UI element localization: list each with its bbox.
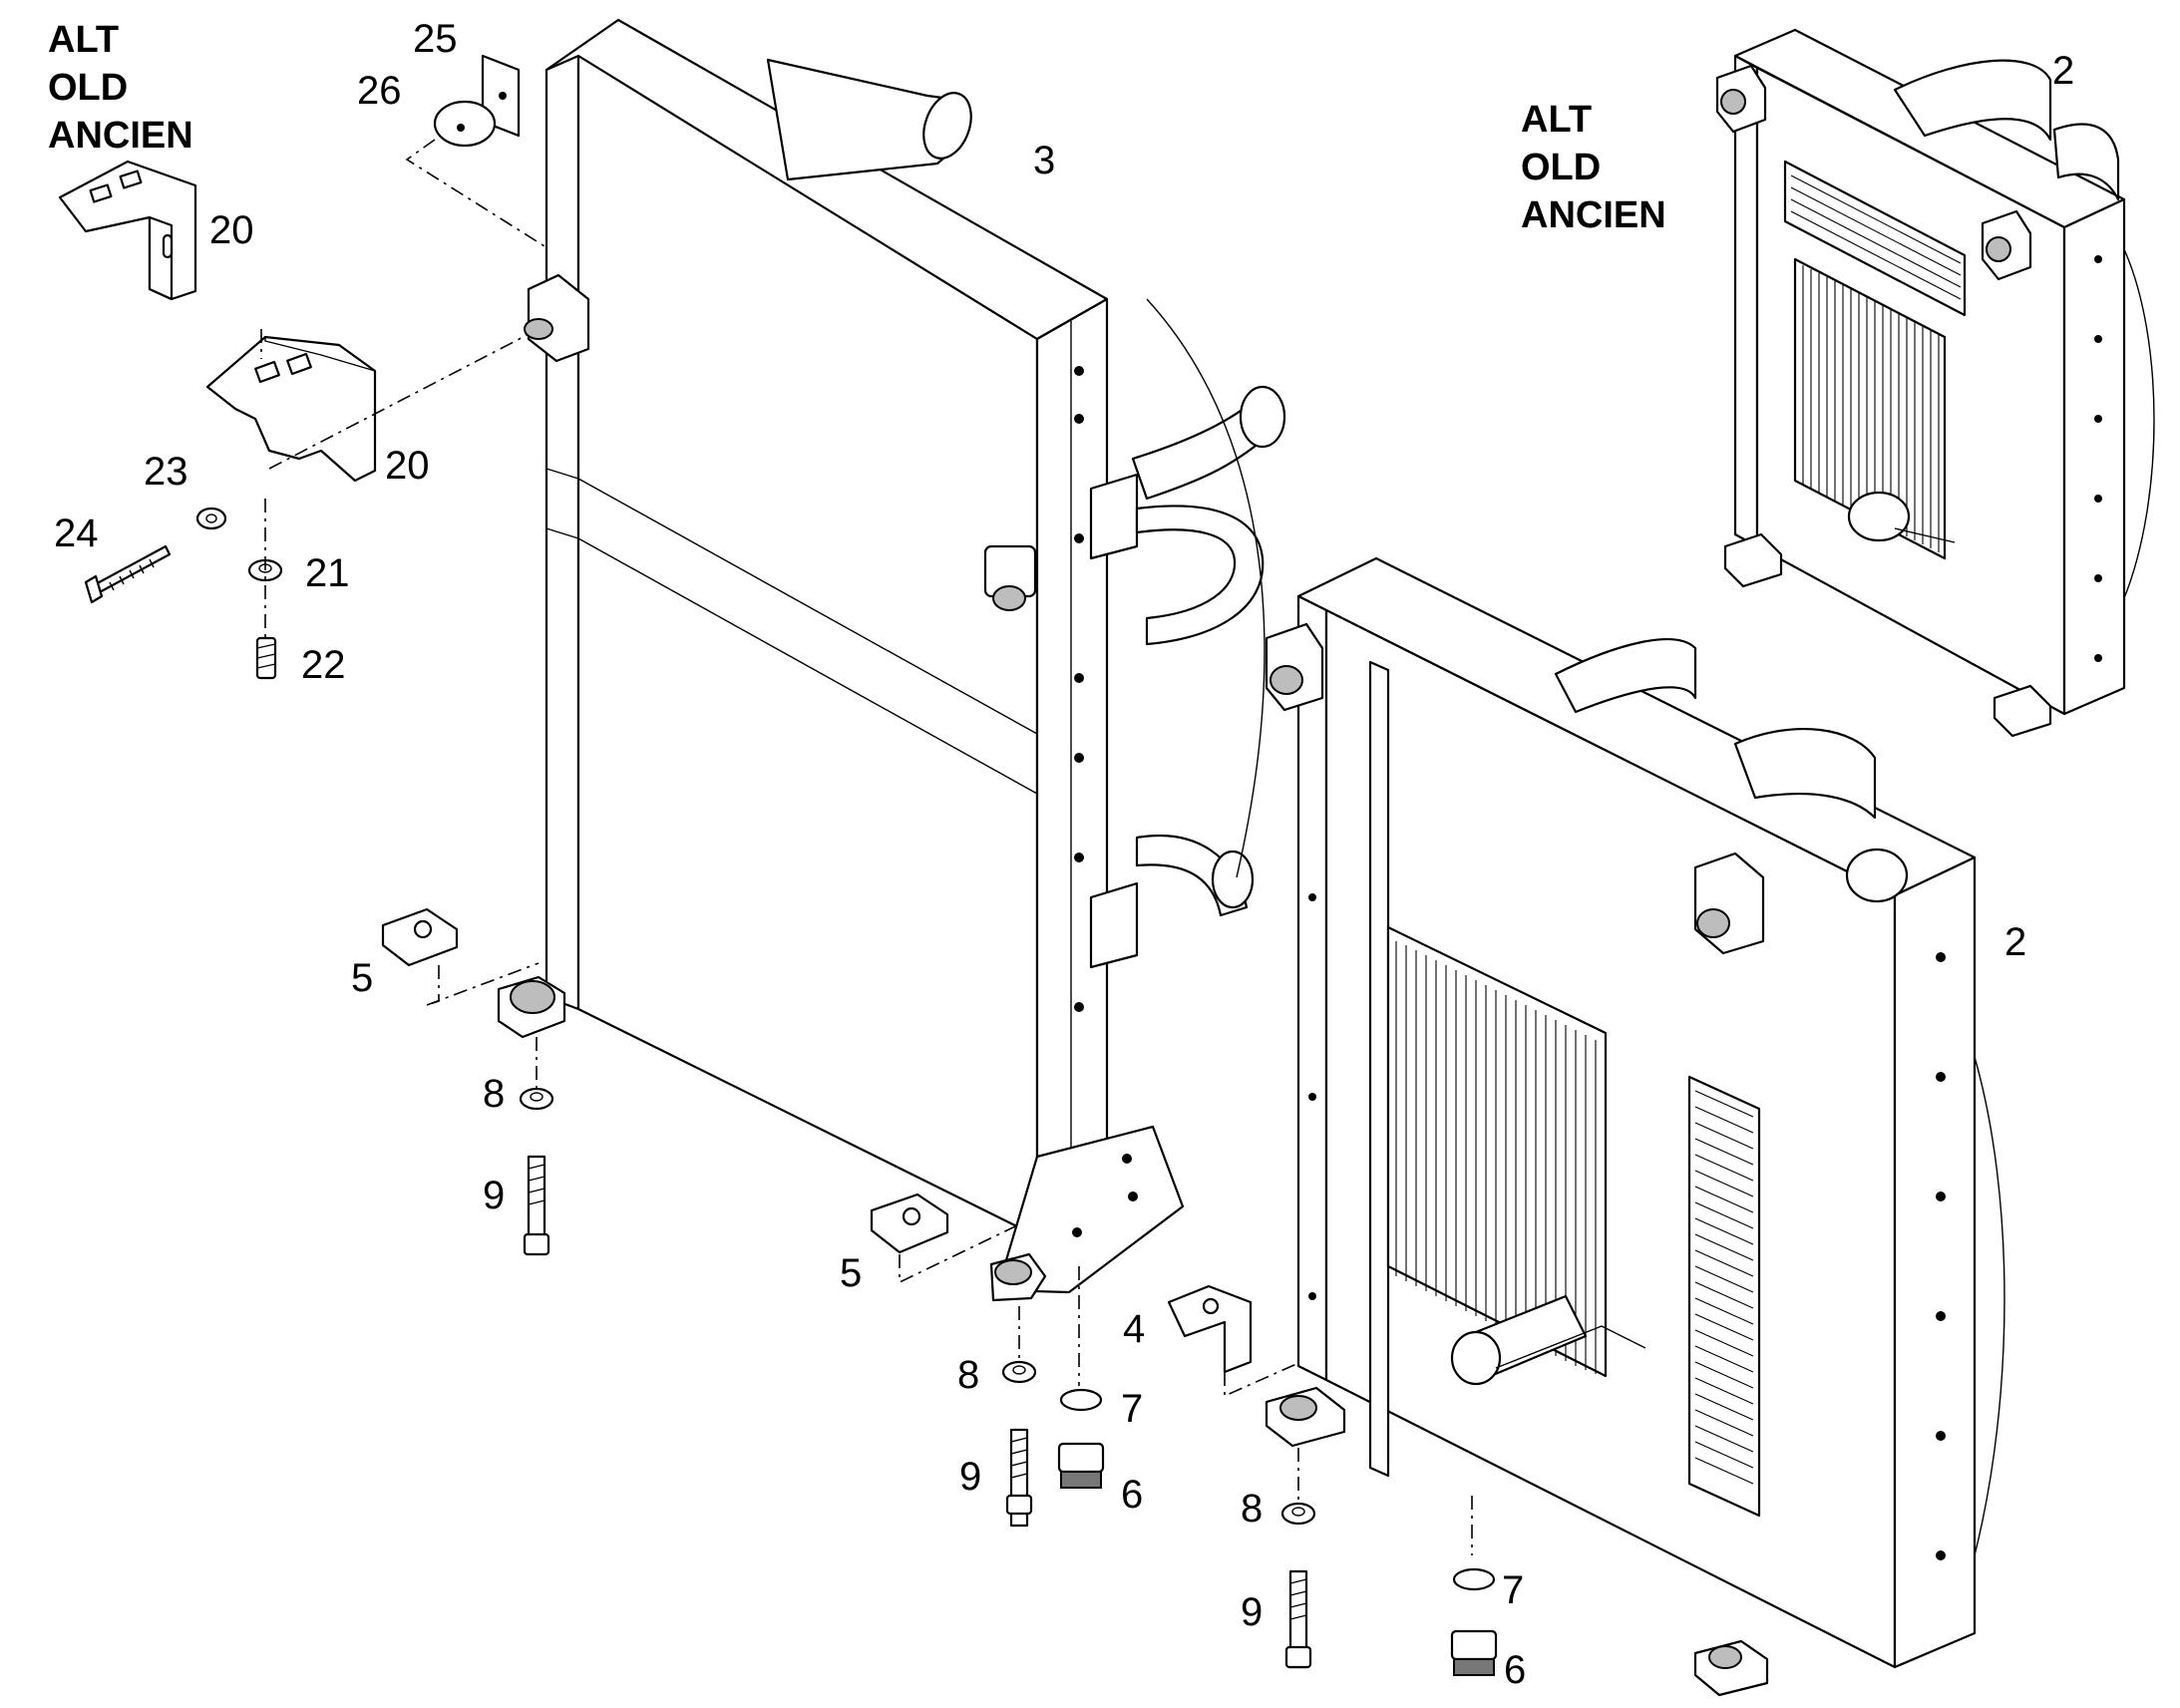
assembly-line-4 bbox=[1224, 1363, 1297, 1398]
bracket-4 bbox=[1167, 1284, 1253, 1374]
radiator-2-old bbox=[1715, 28, 2155, 738]
assembly-line-center-column bbox=[1018, 1266, 1080, 1386]
screw-22 bbox=[255, 636, 277, 680]
callout-2-top: 2 bbox=[2052, 49, 2074, 93]
condenser-fins bbox=[1395, 941, 1597, 1374]
callout-26: 26 bbox=[357, 69, 402, 113]
washer-8-left bbox=[519, 1087, 554, 1111]
washer-7-mid bbox=[1059, 1388, 1103, 1412]
mount-rubber-center bbox=[989, 1252, 1047, 1302]
callout-20-top: 20 bbox=[209, 208, 254, 252]
alt-note-left-line3: ANCIEN bbox=[48, 115, 193, 157]
alt-note-right-line1: ALT bbox=[1521, 99, 1592, 141]
assembly-line-top bbox=[405, 139, 608, 330]
callout-7-right: 7 bbox=[1502, 1568, 1524, 1612]
callout-3: 3 bbox=[1033, 139, 1055, 182]
nut-6-mid bbox=[1057, 1442, 1105, 1489]
callout-5-mid: 5 bbox=[840, 1251, 862, 1295]
callout-9-mid: 9 bbox=[959, 1455, 981, 1499]
oil-cooler-fins bbox=[1694, 1090, 1754, 1485]
assembly-line-5-mid bbox=[899, 1225, 1016, 1284]
callout-25: 25 bbox=[413, 17, 458, 61]
alt-note-right-line2: OLD bbox=[1521, 147, 1601, 188]
bolt-9-right bbox=[1284, 1569, 1312, 1669]
washer-7-right bbox=[1452, 1567, 1496, 1591]
bracket-5-mid bbox=[870, 1193, 949, 1254]
radiator-2-main bbox=[1265, 556, 2005, 1697]
alt-note-left-line2: OLD bbox=[48, 67, 128, 109]
alt-note-left-line1: ALT bbox=[48, 19, 119, 61]
washer-8-right bbox=[1280, 1502, 1316, 1526]
callout-5-left: 5 bbox=[351, 956, 373, 1000]
nut-6-right bbox=[1450, 1629, 1498, 1676]
receiver-drier bbox=[1450, 1294, 1646, 1386]
callout-22: 22 bbox=[301, 643, 346, 687]
alt-note-right: ALT OLD ANCIEN bbox=[1521, 99, 1666, 236]
mount-rubber-left bbox=[497, 975, 566, 1039]
callout-6-mid: 6 bbox=[1121, 1473, 1143, 1517]
bolt-9-mid bbox=[1005, 1428, 1033, 1528]
bolt-9-left bbox=[523, 1155, 550, 1256]
callout-9-left: 9 bbox=[483, 1174, 505, 1217]
washer-8-mid bbox=[1001, 1360, 1037, 1384]
bolt-24 bbox=[84, 544, 172, 604]
callout-8-left: 8 bbox=[483, 1072, 505, 1116]
callout-8-mid: 8 bbox=[957, 1353, 979, 1397]
callout-6-right: 6 bbox=[1504, 1648, 1526, 1692]
callout-20-mid: 20 bbox=[385, 444, 430, 488]
callout-24: 24 bbox=[54, 512, 99, 555]
washer-23 bbox=[195, 507, 227, 530]
callout-8-right: 8 bbox=[1241, 1487, 1263, 1531]
bracket-20-old bbox=[58, 160, 197, 301]
assembly-line-fastener bbox=[260, 329, 266, 638]
callout-7-mid: 7 bbox=[1121, 1387, 1143, 1431]
bracket-5-left bbox=[381, 907, 459, 967]
assembly-line-right-column bbox=[1297, 1448, 1473, 1555]
washer-26 bbox=[433, 100, 497, 148]
hoses-radiator-3 bbox=[1131, 298, 1286, 917]
bracket-20-new bbox=[205, 335, 377, 483]
assembly-line-bracket bbox=[268, 328, 540, 470]
callout-21: 21 bbox=[305, 551, 350, 595]
callout-4: 4 bbox=[1123, 1307, 1145, 1351]
radiator-3 bbox=[524, 18, 1185, 1294]
alt-note-right-line3: ANCIEN bbox=[1521, 194, 1666, 236]
callout-23: 23 bbox=[144, 450, 188, 494]
callout-2-main: 2 bbox=[2004, 920, 2026, 964]
callout-9-right: 9 bbox=[1241, 1590, 1263, 1634]
alt-note-left: ALT OLD ANCIEN bbox=[48, 19, 193, 157]
assembly-line-5-left bbox=[426, 962, 540, 1006]
